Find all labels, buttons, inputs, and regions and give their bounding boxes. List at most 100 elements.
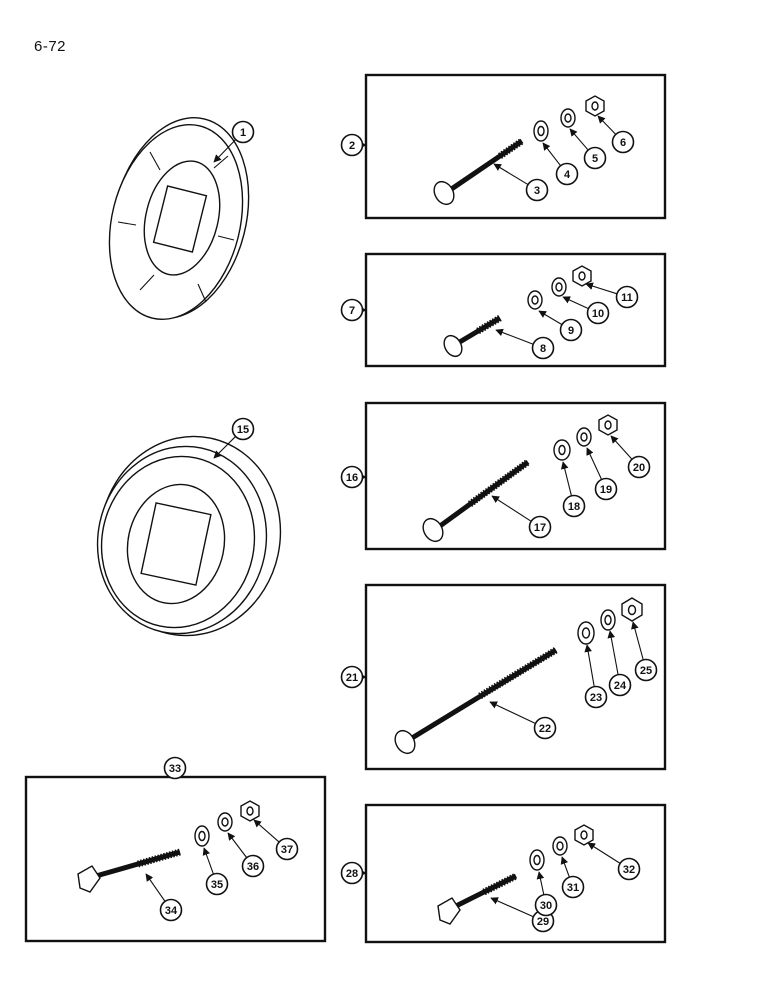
callout-30: 30 [534, 871, 558, 917]
leader-line-35 [202, 847, 214, 875]
callout-circle [627, 455, 651, 479]
callout-28: 28 [340, 861, 367, 885]
callout-circle [525, 178, 549, 202]
callout-label: 8 [540, 343, 546, 355]
callout-circle [561, 875, 585, 899]
callout-24: 24 [607, 630, 632, 697]
leader-line-10 [562, 296, 589, 310]
carriage-bolt-22 [394, 647, 558, 755]
callout-34: 34 [145, 873, 183, 922]
nut-32 [574, 824, 594, 846]
callout-15: 15 [213, 417, 255, 459]
callout-label: 25 [640, 665, 652, 677]
callout-37: 37 [253, 819, 299, 861]
wheel-weight-thick [96, 435, 282, 637]
washer-18 [553, 439, 571, 461]
callout-20: 20 [610, 435, 651, 479]
nut-11 [572, 265, 592, 287]
lock-washer-10 [551, 277, 567, 297]
callout-label: 23 [590, 692, 602, 704]
callout-circle [634, 658, 658, 682]
callout-circle [340, 465, 364, 489]
callout-8: 8 [495, 328, 555, 360]
callout-7: 7 [340, 298, 367, 322]
callout-25: 25 [631, 621, 658, 682]
leader-line-23 [584, 644, 595, 687]
callout-circle [555, 162, 579, 186]
leader-line-4 [542, 142, 562, 167]
callout-label: 21 [346, 672, 358, 684]
leader-line-15 [213, 436, 236, 459]
callout-circle [611, 130, 635, 154]
leader-line-11 [585, 282, 618, 295]
nut-37 [240, 800, 260, 822]
callout-circle [340, 861, 364, 885]
callout-circle [528, 515, 552, 539]
leader-line-25 [631, 621, 644, 661]
callout-label: 11 [621, 292, 633, 304]
callout-label: 2 [349, 140, 355, 152]
callout-circle [615, 285, 639, 309]
page-number: 6-72 [34, 38, 67, 55]
callout-circle [559, 318, 583, 342]
callout-circle [241, 854, 265, 878]
kit-box-7 [364, 252, 667, 368]
callout-35: 35 [202, 847, 229, 896]
callout-circle [534, 893, 558, 917]
washer-35 [194, 825, 210, 847]
callout-circle [594, 477, 618, 501]
callout-circle [231, 120, 255, 144]
leader-line-8 [495, 328, 534, 345]
callout-label: 24 [614, 680, 627, 692]
leader-line-20 [610, 435, 633, 460]
carriage-bolt-8 [443, 314, 502, 358]
callout-circle [586, 301, 610, 325]
callout-circle [584, 685, 608, 709]
callout-label: 33 [169, 763, 181, 775]
callout-circle [531, 336, 555, 360]
callout-label: 20 [633, 462, 645, 474]
callout-circle [617, 857, 641, 881]
callout-circle [163, 756, 187, 780]
callout-circle [275, 837, 299, 861]
lock-washer-5 [560, 108, 576, 128]
lock-washer-19 [576, 427, 592, 447]
callout-label: 37 [281, 844, 293, 856]
leader-line-18 [560, 461, 572, 496]
leader-line-6 [597, 115, 617, 135]
leader-line-22 [489, 701, 536, 725]
callout-circle [340, 298, 364, 322]
callout-32: 32 [587, 842, 641, 881]
callout-label: 10 [592, 308, 604, 320]
hex-bolt-29 [437, 872, 518, 925]
callout-layer: 1234567891011151617181920212223242528293… [145, 115, 658, 933]
callout-label: 1 [240, 127, 246, 139]
callout-16: 16 [340, 465, 367, 489]
washer-23 [577, 621, 595, 645]
callout-label: 29 [537, 916, 549, 928]
leader-line-3 [493, 163, 529, 186]
callout-label: 36 [247, 861, 259, 873]
leader-line-29 [490, 897, 534, 918]
callout-circle [608, 673, 632, 697]
callout-19: 19 [586, 447, 618, 501]
callout-label: 19 [600, 484, 612, 496]
leader-line-30 [536, 871, 545, 895]
callout-3: 3 [493, 163, 549, 202]
leader-line-37 [253, 819, 280, 843]
callout-22: 22 [489, 701, 557, 740]
callout-circle [159, 898, 183, 922]
leader-line-32 [587, 842, 621, 864]
callout-36: 36 [227, 832, 265, 878]
leader-line-24 [607, 630, 619, 675]
callout-21: 21 [340, 665, 367, 689]
carriage-bolt-17 [422, 459, 531, 543]
callout-label: 32 [623, 864, 635, 876]
callout-label: 5 [592, 153, 598, 165]
callout-label: 6 [620, 137, 626, 149]
callout-label: 18 [568, 501, 580, 513]
washer-4 [533, 120, 549, 142]
callout-6: 6 [597, 115, 635, 154]
callout-label: 22 [539, 723, 551, 735]
